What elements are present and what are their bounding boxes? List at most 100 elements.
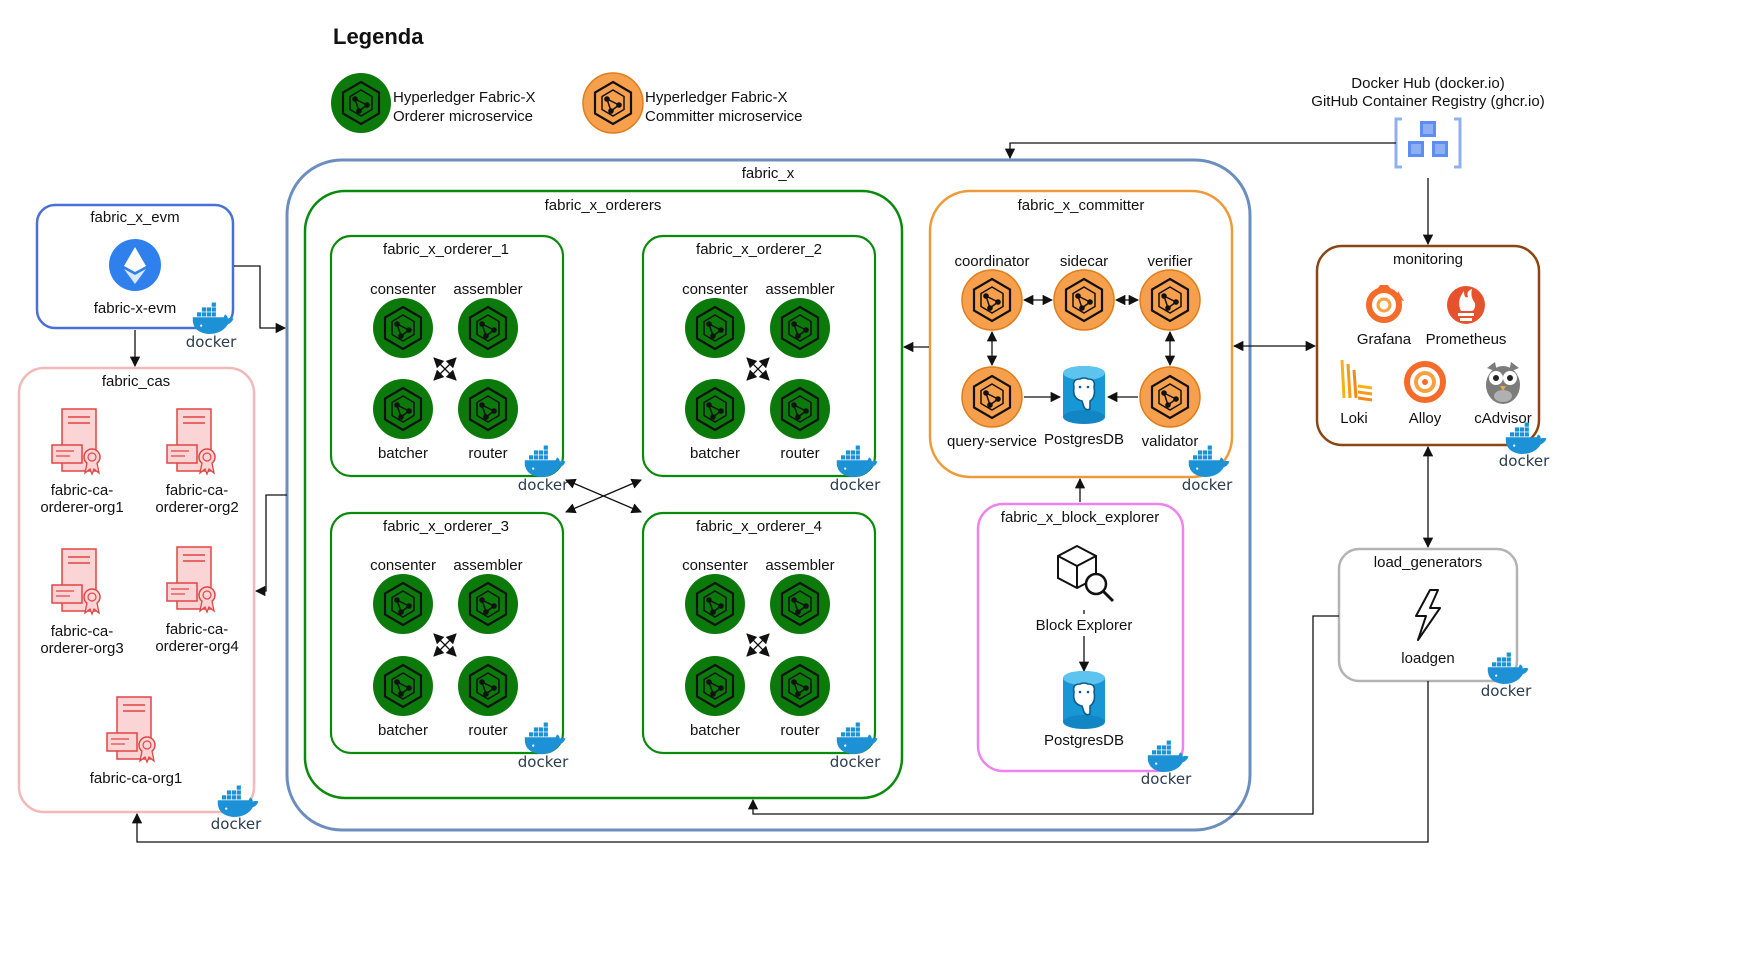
- verifier-icon: [1140, 270, 1200, 330]
- prometheus-icon: [1447, 286, 1485, 324]
- docker-label: docker: [518, 753, 569, 771]
- sidecar-label: sidecar: [1060, 253, 1108, 270]
- certificate-server-icon: [51, 408, 101, 475]
- coordinator-icon: [962, 270, 1022, 330]
- monitoring-container: monitoring Grafana Prometheus Loki: [1315, 244, 1550, 470]
- loki-label: Loki: [1340, 410, 1368, 427]
- connectors: [129, 142, 1434, 843]
- legend-committer-line1: Hyperledger Fabric-X: [645, 89, 788, 106]
- docker-label: docker: [186, 333, 237, 351]
- loadgen-title: load_generators: [1374, 554, 1482, 571]
- internal-arrows: [434, 634, 456, 656]
- legend-orderer-line2: Orderer microservice: [393, 108, 533, 125]
- consenter-label: consenter: [370, 281, 436, 298]
- registry-line2: GitHub Container Registry (ghcr.io): [1311, 93, 1544, 110]
- ca-label: orderer-org3: [40, 640, 123, 657]
- load-generators-container: load_generators loadgen docker: [1337, 547, 1532, 700]
- prometheus-label: Prometheus: [1426, 331, 1507, 348]
- batcher-label: batcher: [690, 445, 740, 462]
- assembler-label: assembler: [453, 557, 522, 574]
- validator-icon: [1140, 367, 1200, 427]
- docker-label: docker: [1182, 476, 1233, 494]
- cadvisor-label: cAdvisor: [1474, 410, 1532, 427]
- lightning-bolt-icon: [1415, 589, 1441, 641]
- docker-icon: [1505, 422, 1547, 454]
- docker-icon: [1188, 445, 1230, 477]
- assembler-icon: [770, 298, 830, 358]
- docker-label: docker: [1481, 682, 1532, 700]
- batcher-label: batcher: [378, 722, 428, 739]
- internal-arrows: [434, 358, 456, 380]
- orderer-group-1: fabric_x_orderer_1 consenter assembler b…: [329, 234, 569, 494]
- orderer-group-3: fabric_x_orderer_3 consenter assembler b…: [329, 511, 569, 771]
- router-icon: [458, 656, 518, 716]
- assembler-label: assembler: [765, 557, 834, 574]
- batcher-icon: [685, 656, 745, 716]
- postgres-db-icon: [1062, 670, 1106, 730]
- ca-label: orderer-org4: [155, 638, 238, 655]
- validator-label: validator: [1142, 433, 1199, 450]
- orderer-group-4: fabric_x_orderer_4 consenter assembler b…: [641, 511, 881, 771]
- block-explorer-container: fabric_x_block_explorer Block Explorer P…: [976, 502, 1192, 788]
- alloy-icon: [1404, 361, 1446, 403]
- committer-title: fabric_x_committer: [1018, 197, 1145, 214]
- batcher-icon: [373, 656, 433, 716]
- fabric-x-title: fabric_x: [742, 165, 795, 182]
- block-explorer-label: Block Explorer: [1036, 617, 1133, 634]
- certificate-server-icon: [106, 696, 156, 763]
- ca-label: orderer-org1: [40, 499, 123, 516]
- router-label: router: [780, 445, 819, 462]
- internal-arrows: [747, 358, 769, 380]
- postgres-db-icon: [1062, 365, 1106, 425]
- legend: Legenda Hyperledger Fabric-X Orderer mic…: [331, 24, 803, 133]
- orderers-container: [303, 189, 904, 800]
- docker-label: docker: [1499, 452, 1550, 470]
- docker-icon: [524, 722, 566, 754]
- evm-title: fabric_x_evm: [90, 209, 179, 226]
- batcher-label: batcher: [378, 445, 428, 462]
- docker-icon: [836, 722, 878, 754]
- consenter-label: consenter: [682, 281, 748, 298]
- explorer-title: fabric_x_block_explorer: [1001, 509, 1159, 526]
- legend-orderer-line1: Hyperledger Fabric-X: [393, 89, 536, 106]
- ethereum-icon: [109, 239, 161, 291]
- router-icon: [770, 656, 830, 716]
- assembler-label: assembler: [453, 281, 522, 298]
- registry-line1: Docker Hub (docker.io): [1351, 75, 1504, 92]
- ca-label: fabric-ca-: [166, 482, 229, 499]
- query-service-label: query-service: [947, 433, 1037, 450]
- docker-label: docker: [1141, 770, 1192, 788]
- docker-label: docker: [830, 753, 881, 771]
- committer-legend-icon: [583, 73, 643, 133]
- docker-icon: [217, 785, 259, 817]
- certificate-server-icon: [166, 408, 216, 475]
- cas-title: fabric_cas: [102, 373, 170, 390]
- docker-icon: [1487, 652, 1529, 684]
- verifier-label: verifier: [1147, 253, 1192, 270]
- router-label: router: [780, 722, 819, 739]
- postgres-label: PostgresDB: [1044, 732, 1124, 749]
- committer-container: fabric_x_committer coordinator sidecar v…: [928, 189, 1234, 494]
- router-label: router: [468, 445, 507, 462]
- ca-label: fabric-ca-: [51, 482, 114, 499]
- assembler-icon: [458, 574, 518, 634]
- ca-label: fabric-ca-: [166, 621, 229, 638]
- orderer-interconnect-arrows: [565, 478, 642, 514]
- ca-label: fabric-ca-org1: [90, 770, 183, 787]
- docker-label: docker: [211, 815, 262, 833]
- orderer-group-title: fabric_x_orderer_3: [383, 518, 509, 535]
- consenter-icon: [373, 298, 433, 358]
- consenter-icon: [685, 298, 745, 358]
- certificate-server-icon: [51, 548, 101, 615]
- ca-label: orderer-org2: [155, 499, 238, 516]
- batcher-icon: [685, 379, 745, 439]
- batcher-label: batcher: [690, 722, 740, 739]
- router-icon: [458, 379, 518, 439]
- cadvisor-owl-icon: [1486, 362, 1520, 404]
- batcher-icon: [373, 379, 433, 439]
- consenter-icon: [685, 574, 745, 634]
- orderer-group-2: fabric_x_orderer_2 consenter assembler b…: [641, 234, 881, 494]
- certificate-server-icon: [166, 546, 216, 613]
- evm-container: fabric_x_evm fabric-x-evm docker: [35, 203, 237, 351]
